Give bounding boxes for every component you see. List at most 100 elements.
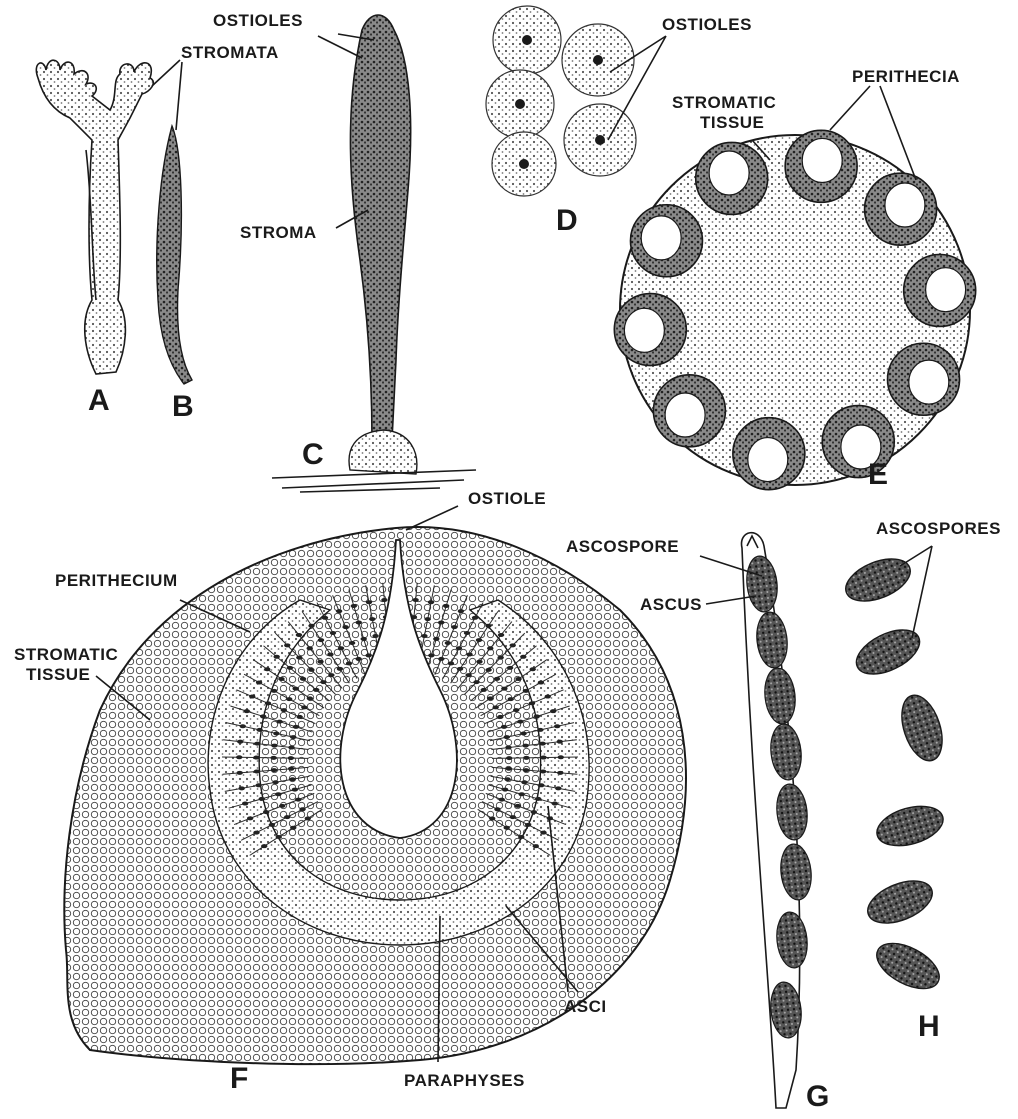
ascus-dot — [522, 744, 528, 748]
ascus-dot — [240, 724, 246, 728]
label-asci: ASCI — [564, 997, 607, 1016]
ascus-dot — [308, 668, 314, 672]
panel-label-f: F — [230, 1062, 248, 1095]
ascus-dot — [550, 709, 556, 713]
ascus-dot — [290, 735, 296, 739]
ascus-dot — [534, 714, 540, 718]
ascus-dot — [295, 798, 301, 802]
ascus-dot — [242, 802, 248, 806]
ascus-dot — [279, 804, 285, 808]
ascus-dot — [499, 798, 505, 802]
ascus-dot — [269, 823, 275, 827]
spore-h — [840, 551, 917, 610]
ascus-dot — [443, 604, 449, 608]
ascus-dot — [540, 769, 546, 773]
ascus-dot — [253, 831, 259, 835]
ascus-dot — [555, 786, 561, 790]
ascus-dot — [244, 709, 250, 713]
ascus-dot — [260, 714, 266, 718]
free-ascospores — [840, 551, 950, 998]
ascus-dot — [498, 633, 504, 637]
ascus-dot — [537, 728, 543, 732]
ascus-dot — [506, 756, 512, 760]
ascus-dot — [538, 681, 544, 685]
ascus-dot — [263, 810, 269, 814]
ascus-dot — [494, 807, 500, 811]
ascus-dot — [318, 638, 324, 642]
perithecium-e-6 — [653, 375, 725, 447]
ascus-dot — [523, 768, 529, 772]
ascus-dot — [504, 826, 510, 830]
ascus-dot — [307, 646, 313, 650]
ascus-dot — [256, 681, 262, 685]
ascus-dot — [476, 660, 482, 664]
ascus-dot — [485, 624, 491, 628]
ascus-dot — [497, 715, 503, 719]
ascus-dot — [327, 652, 333, 656]
ascus-dot — [497, 656, 503, 660]
ascus-dot — [504, 777, 510, 781]
ascus-dot — [456, 646, 462, 650]
ascus-dot — [521, 780, 527, 784]
ascus-dot — [247, 816, 253, 820]
ascus-dot — [254, 742, 260, 746]
ascus-dot — [236, 755, 242, 759]
ascus-dot — [288, 756, 294, 760]
ascus-dot — [539, 742, 545, 746]
perithecium-e-9 — [696, 142, 768, 214]
ascus-dot — [507, 666, 513, 670]
ascus-dot — [360, 637, 366, 641]
ascus-dot — [351, 604, 357, 608]
label-ascospores: ASCOSPORES — [876, 519, 1001, 538]
ascus-dot — [255, 783, 261, 787]
spore-h — [850, 621, 927, 683]
spore-h — [872, 799, 947, 852]
label-ostioles-c: OSTIOLES — [213, 11, 303, 30]
ascus-dot — [278, 677, 284, 681]
ascus-dot — [485, 668, 491, 672]
ascus-dot — [328, 673, 334, 677]
label-stromatic-tissue-f-1: STROMATIC — [14, 645, 118, 664]
label-ostiole: OSTIOLE — [468, 489, 546, 508]
ascus-dot — [472, 616, 478, 620]
ascus-dot — [502, 788, 508, 792]
spore-h — [862, 873, 939, 932]
ascus-dot — [313, 688, 319, 692]
ascus-dot — [451, 625, 457, 629]
ascus-dot — [254, 769, 260, 773]
ascus-dot — [487, 696, 493, 700]
ascus-dot — [535, 797, 541, 801]
ascus-dot — [557, 771, 563, 775]
ascus-dot — [365, 653, 371, 657]
ascus-dot — [438, 620, 444, 624]
ascus-dot — [525, 823, 531, 827]
ascus-dot — [473, 680, 479, 684]
ascus-dot — [249, 695, 255, 699]
perithecium-e-0 — [785, 130, 857, 202]
ascus-dot — [421, 634, 427, 638]
ascus-dot — [296, 633, 302, 637]
ascus-dot — [476, 638, 482, 642]
ascus-dot — [557, 740, 563, 744]
ascus-dot — [290, 826, 296, 830]
ascus-dot — [505, 746, 511, 750]
ascus-dot — [301, 705, 307, 709]
ascus-dot — [464, 631, 470, 635]
ascus-dot — [538, 783, 544, 787]
ascus-dot — [529, 701, 535, 705]
perithecium-e-1 — [865, 173, 937, 245]
panel-label-d: D — [556, 204, 578, 237]
spore-h — [894, 690, 949, 766]
ascus-dot — [481, 688, 487, 692]
ascus-dot — [448, 661, 454, 665]
ascus-dot — [237, 740, 243, 744]
perithecium-e-2 — [904, 254, 976, 326]
label-ostioles-d: OSTIOLES — [662, 15, 752, 34]
ascus-dot — [445, 641, 451, 645]
ascus-dot — [276, 835, 282, 839]
ascus-dot — [545, 695, 551, 699]
label-stroma: STROMA — [240, 223, 317, 242]
ascus-dot — [237, 771, 243, 775]
ascus-dot — [271, 744, 277, 748]
